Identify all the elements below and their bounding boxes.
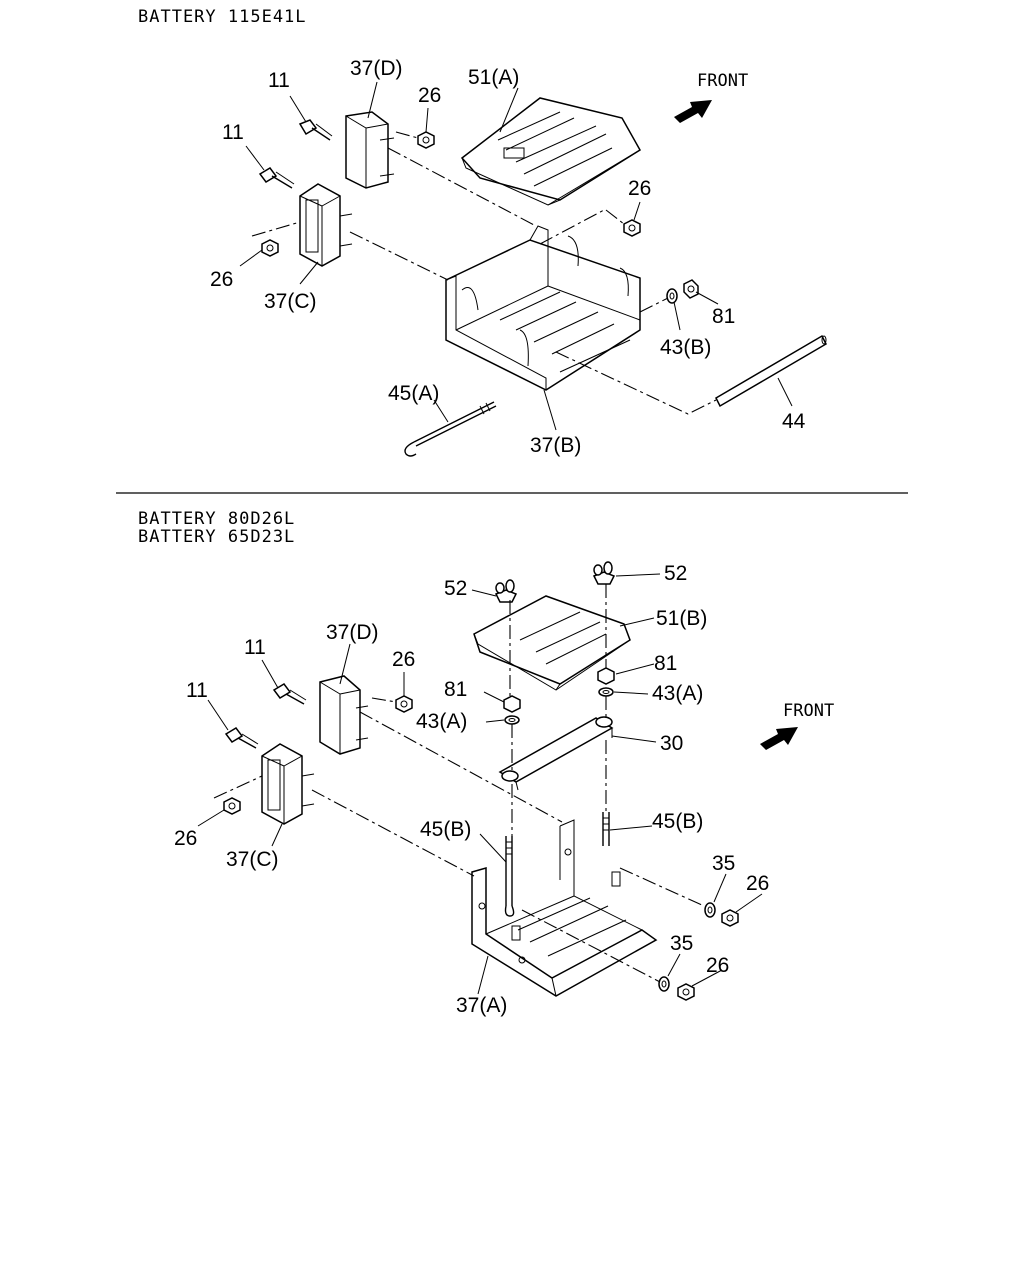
wing-nut-52-a <box>494 579 518 603</box>
callout-52: 52 <box>444 577 467 600</box>
callout-43b: 43(B) <box>660 336 711 359</box>
rod-44 <box>715 334 827 408</box>
washer-35-a <box>704 902 716 918</box>
callout-45b: 45(B) <box>420 818 471 841</box>
bracket-37d <box>345 111 395 189</box>
callout-51b: 51(B) <box>656 607 707 630</box>
front-label: FRONT <box>783 701 834 721</box>
callout-44: 44 <box>782 410 806 433</box>
callout-52: 52 <box>664 562 687 585</box>
callout-11: 11 <box>244 636 266 659</box>
callout-11: 11 <box>268 69 290 92</box>
nut-81 <box>683 279 699 299</box>
washer-43a-left <box>504 715 520 725</box>
callout-11: 11 <box>222 121 244 144</box>
callout-37d: 37(D) <box>350 57 403 80</box>
nut-26-a <box>417 131 435 149</box>
nut-26-d <box>677 983 695 1001</box>
callout-37a: 37(A) <box>456 994 507 1017</box>
battery-tray-37b <box>445 225 641 391</box>
bolt-11-lower <box>224 727 259 749</box>
nut-81-left <box>503 695 521 713</box>
callout-37d: 37(D) <box>326 621 379 644</box>
callout-37c: 37(C) <box>226 848 279 871</box>
nut-26-b <box>223 797 241 815</box>
section-header-line1: BATTERY 80D26L <box>138 509 295 529</box>
j-bolt-45b-left <box>504 836 515 917</box>
callout-26: 26 <box>418 84 441 107</box>
washer-43a-right <box>598 687 614 697</box>
callout-26: 26 <box>628 177 651 200</box>
bracket-37c <box>261 743 315 825</box>
callout-81: 81 <box>654 652 677 675</box>
washer-43b <box>666 288 678 304</box>
front-label: FRONT <box>697 71 748 91</box>
section-header: BATTERY 115E41L <box>138 7 307 27</box>
battery-tray-37a <box>471 819 658 997</box>
callout-37b: 37(B) <box>530 434 581 457</box>
callout-30: 30 <box>660 732 683 755</box>
bolt-11-upper <box>272 683 307 705</box>
callout-45b: 45(B) <box>652 810 703 833</box>
bolt-11-upper <box>298 119 333 141</box>
callout-26: 26 <box>392 648 415 671</box>
callout-37c: 37(C) <box>264 290 317 313</box>
wing-nut-52-b <box>592 561 616 585</box>
nut-26-c <box>261 239 279 257</box>
nut-81-right <box>597 667 615 685</box>
front-arrow-icon <box>674 100 712 123</box>
section-bottom-80d26l-65d23l: BATTERY 80D26L BATTERY 65D23L FRONT <box>138 509 834 1017</box>
callout-51a: 51(A) <box>468 66 519 89</box>
front-arrow-icon <box>760 727 798 750</box>
washer-35-b <box>658 976 670 992</box>
callout-11: 11 <box>186 679 208 702</box>
battery-cover-51b <box>473 595 631 691</box>
j-bolt-45b-right <box>602 812 610 846</box>
section-top-115e41l: BATTERY 115E41L FRONT <box>138 7 827 457</box>
callout-35: 35 <box>712 852 735 875</box>
nut-26-b <box>623 219 641 237</box>
callout-26: 26 <box>706 954 729 977</box>
callout-26: 26 <box>174 827 197 850</box>
bracket-37d <box>319 675 369 755</box>
nut-26-a <box>395 695 413 713</box>
callout-26: 26 <box>210 268 233 291</box>
section-header-line2: BATTERY 65D23L <box>138 527 295 547</box>
battery-cover-51a <box>460 97 642 206</box>
bracket-37c <box>299 183 353 267</box>
callout-43a: 43(A) <box>652 682 703 705</box>
hold-down-bar-30 <box>498 716 614 791</box>
hook-bolt-45a <box>404 401 497 457</box>
callout-43a: 43(A) <box>416 710 467 733</box>
callout-81: 81 <box>712 305 735 328</box>
callout-81: 81 <box>444 678 467 701</box>
callout-35: 35 <box>670 932 693 955</box>
bolt-11-lower <box>258 167 295 189</box>
callout-26: 26 <box>746 872 769 895</box>
nut-26-c <box>721 909 739 927</box>
callout-45a: 45(A) <box>388 382 439 405</box>
